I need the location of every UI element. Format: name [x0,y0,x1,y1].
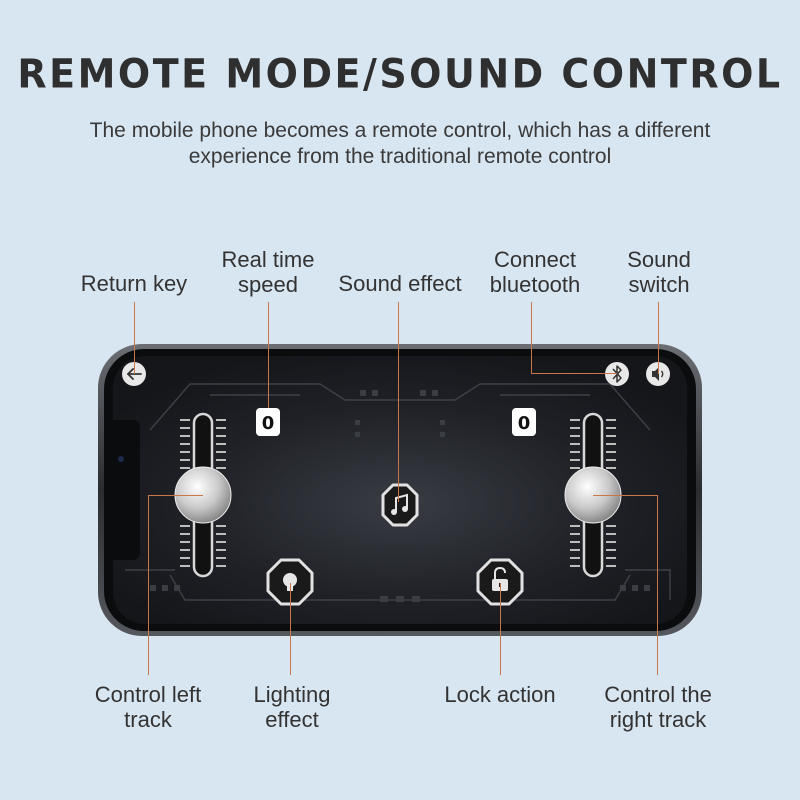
label-return-key: Return key [80,271,188,296]
leader-speed [268,302,269,408]
page-subtitle: The mobile phone becomes a remote contro… [89,119,711,168]
sound-switch-button[interactable] [646,362,670,386]
leader-return-key [134,302,135,374]
label-real-time-speed: Real time speed [221,247,315,297]
sound-effect-button[interactable] [381,483,419,527]
leader-sound-effect [398,302,399,502]
label-lock-action: Lock action [444,682,556,707]
speaker-icon [652,367,664,381]
music-note-icon [391,493,408,515]
speed-readout-left: 0 [256,408,280,436]
leader-bluetooth-h [531,373,617,374]
leader-right-track-h [593,495,657,496]
bluetooth-icon [612,365,622,383]
left-track-slider[interactable] [174,412,232,578]
label-sound-switch: Sound switch [627,247,691,297]
label-lighting-effect: Lighting effect [253,682,331,732]
speed-readout-right: 0 [512,408,536,436]
bluetooth-button[interactable] [605,362,629,386]
lighting-effect-button[interactable] [266,558,314,606]
label-control-left-track: Control left track [94,682,202,732]
leader-right-track-v [657,495,658,675]
leader-left-track-h [148,495,203,496]
page-title: REMOTE MODE/SOUND CONTROL [17,50,783,98]
phone-notch [113,420,140,560]
speed-value-right: 0 [518,413,531,434]
return-key-button[interactable] [122,362,146,386]
label-sound-effect: Sound effect [338,271,462,296]
leader-lighting [290,583,291,675]
leader-sound-switch [658,302,659,374]
label-control-right-track: Control the right track [604,682,712,732]
leader-lock [500,583,501,675]
leader-left-track-v [148,495,149,675]
leader-bluetooth-v [531,302,532,374]
back-arrow-icon [127,368,142,380]
label-connect-bluetooth: Connect bluetooth [489,247,581,297]
speed-value-left: 0 [262,413,275,434]
